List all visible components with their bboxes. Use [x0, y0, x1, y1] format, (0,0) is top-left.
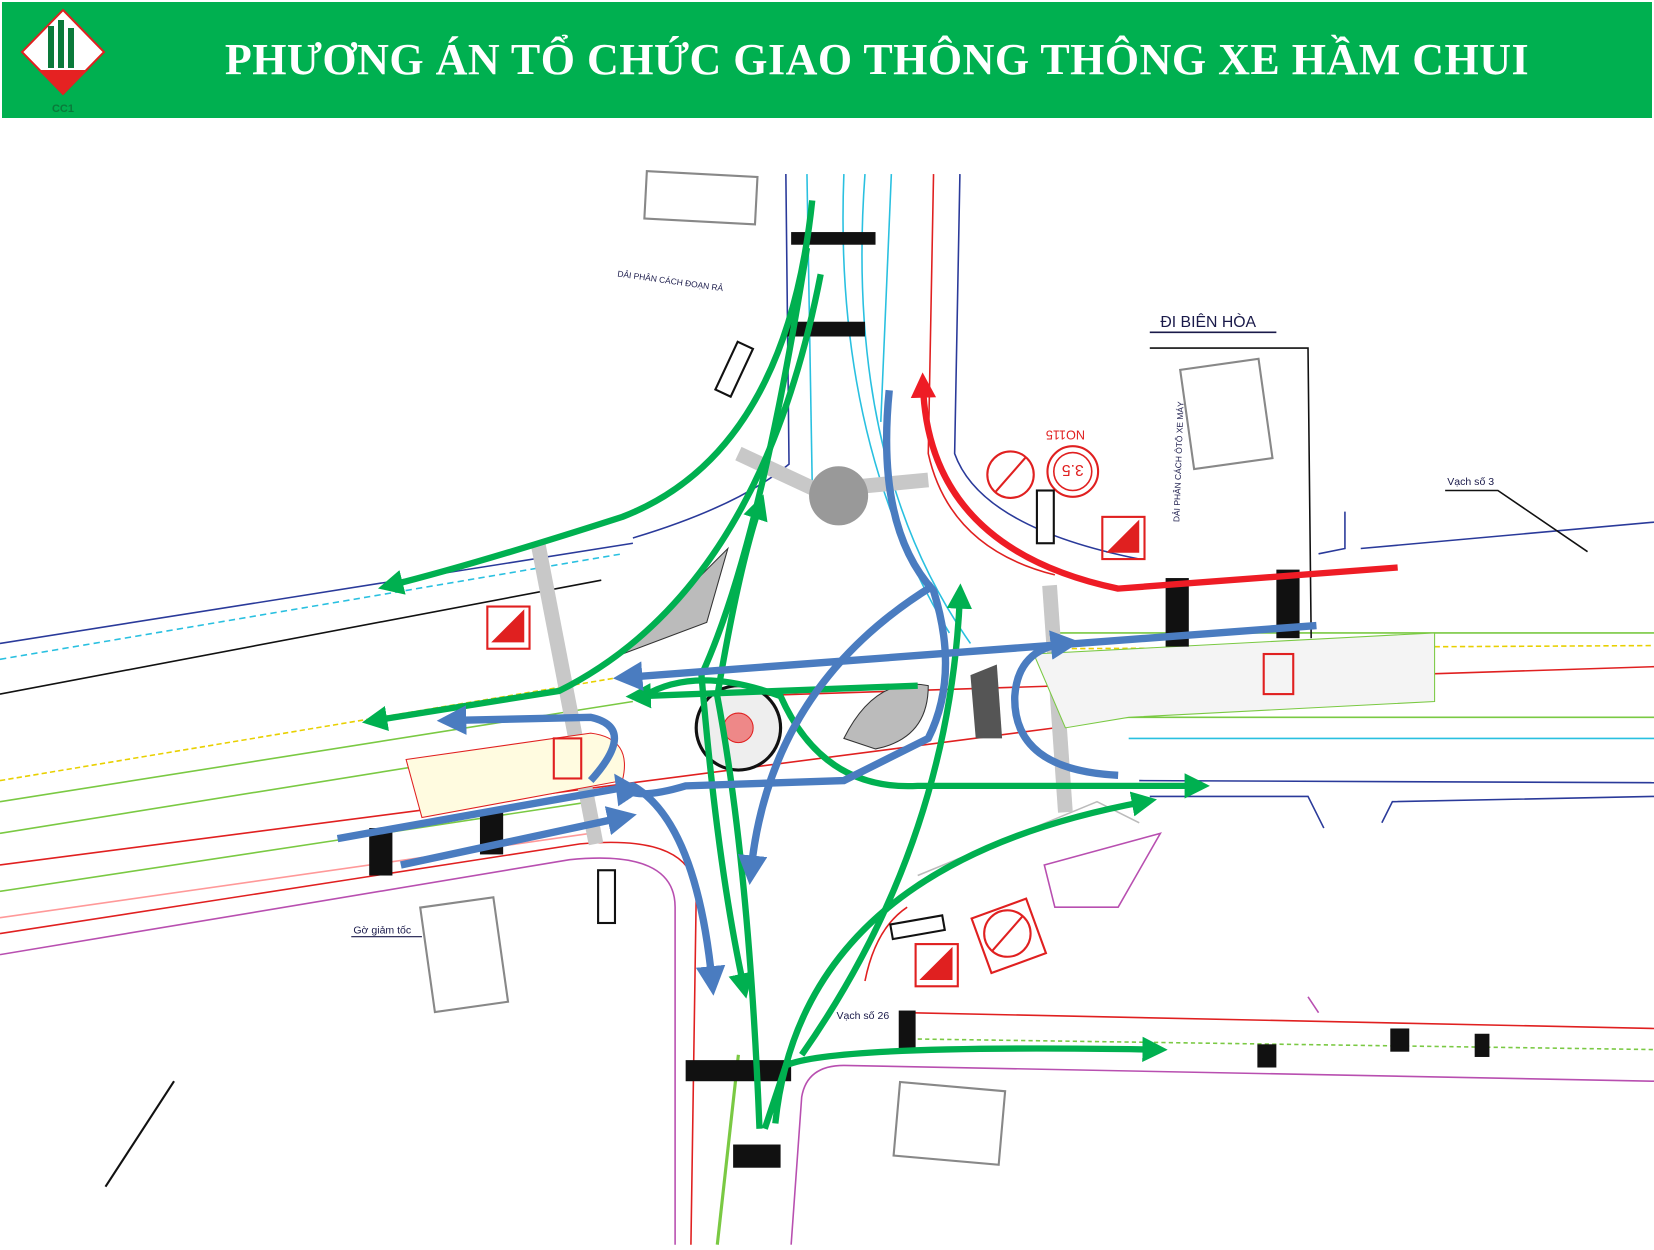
traffic-island [970, 664, 1003, 739]
height-limit-sign: 3.5 NO115 [1046, 427, 1100, 498]
traffic-island [843, 683, 929, 750]
page-title: PHƯƠNG ÁN TỔ CHỨC GIAO THÔNG THÔNG XE HẦ… [224, 35, 1530, 84]
marking-3-label: Vạch số 3 [1447, 476, 1494, 488]
speed-bump-label: Gờ giảm tốc [353, 925, 411, 937]
direction-sign-board [419, 170, 1274, 1166]
header-banner: CC1 PHƯƠNG ÁN TỔ CHỨC GIAO THÔNG THÔNG X… [2, 2, 1652, 118]
north-arrow-icon [104, 1080, 175, 1188]
svg-text:CC1: CC1 [52, 103, 74, 115]
traffic-light-icon [597, 340, 1055, 941]
median [1032, 632, 1436, 729]
blue-flows [336, 389, 1317, 996]
prohibition-sign [970, 450, 1048, 975]
warning-sign [486, 515, 1295, 988]
svg-text:NO115: NO115 [1046, 427, 1085, 441]
svg-text:3.5: 3.5 [1062, 461, 1084, 478]
median-note-label: DẢI PHÂN CÁCH ĐOẠN RẢ [617, 267, 725, 293]
red-flow [910, 372, 1398, 592]
median-note-label-2: DẢI PHÂN CÁCH ÔTÔ XE MÁY [1170, 401, 1185, 522]
marking-26-label: Vạch số 26 [836, 1010, 889, 1022]
green-flows [361, 200, 1210, 1130]
road-lines [0, 173, 1654, 1245]
company-logo: CC1 [20, 8, 106, 115]
traffic-island [809, 466, 869, 526]
direction-label-bien-hoa: ĐI BIÊN HÒA [1160, 312, 1256, 331]
